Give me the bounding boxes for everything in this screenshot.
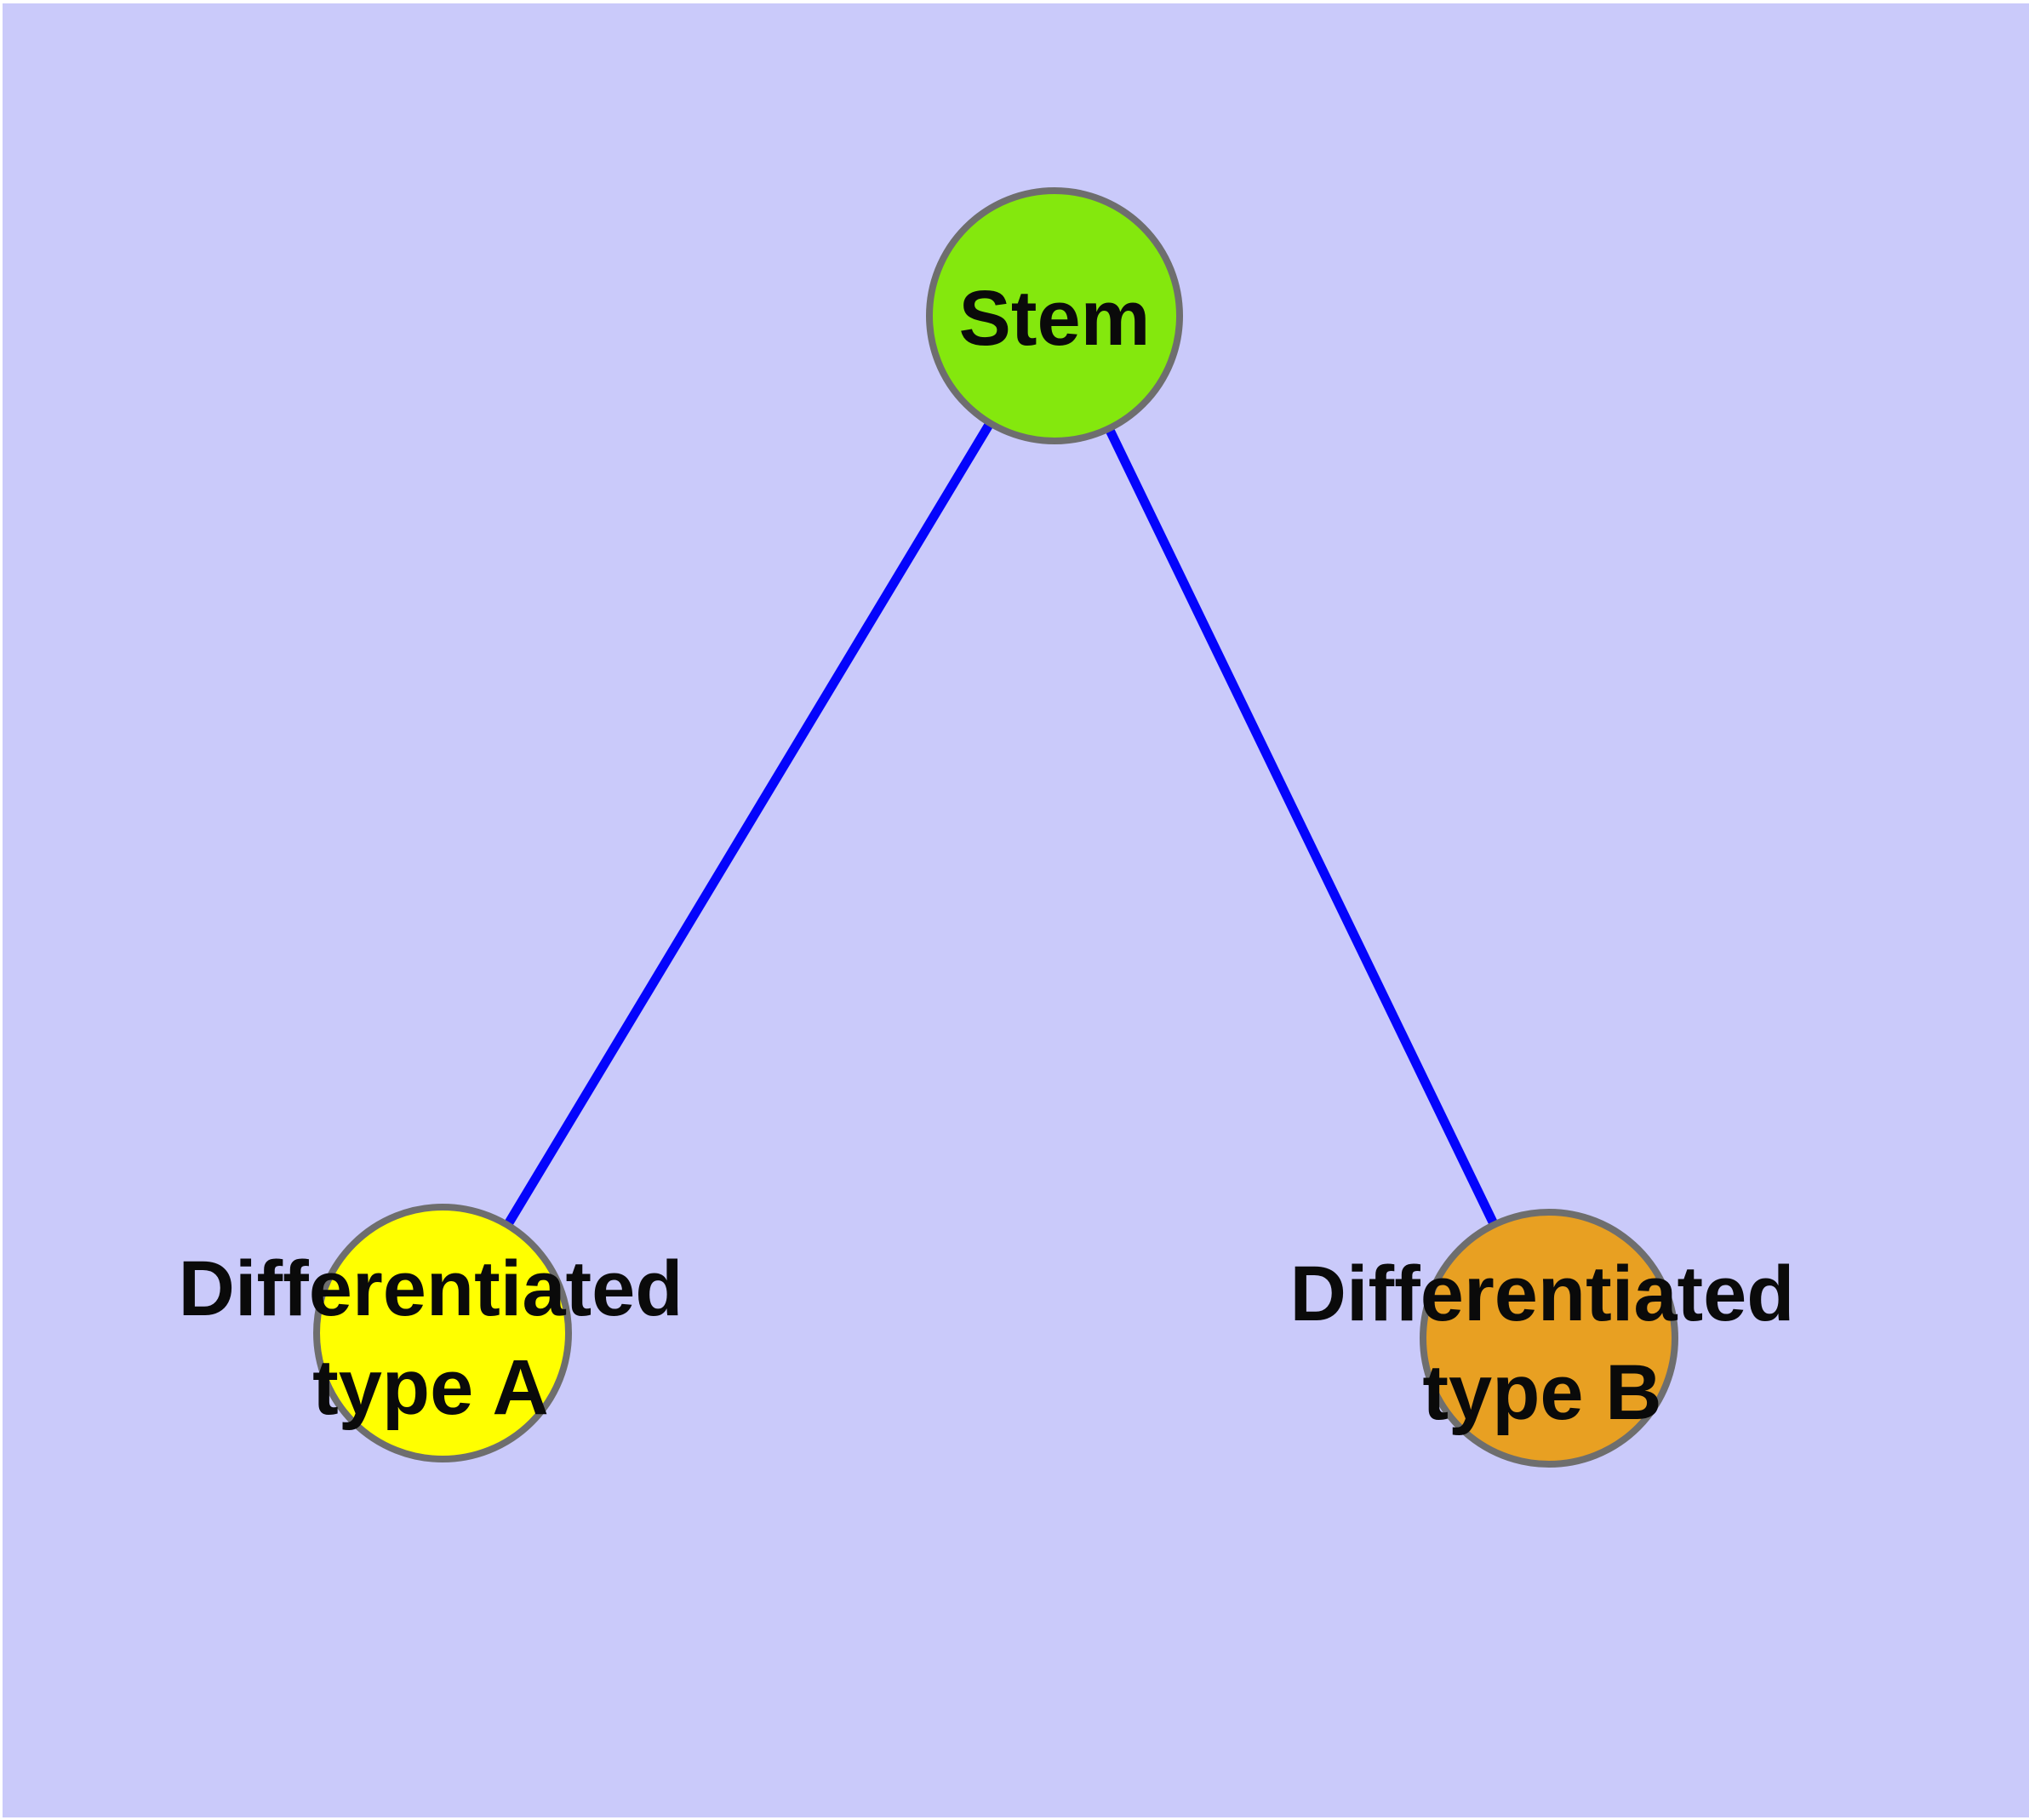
type-b-node-label-line1: Differentiated — [1290, 1251, 1795, 1337]
edge-stem-to-type-b — [1050, 313, 1553, 1341]
stem-node — [926, 187, 1183, 444]
stem-node-label: Stem — [959, 275, 1151, 362]
type-a-node — [313, 1204, 572, 1462]
type-a-node-label-line1: Differentiated — [179, 1245, 683, 1332]
edge-stem-to-type-a — [438, 313, 1059, 1336]
type-b-node-label-line2: type B — [1422, 1349, 1661, 1436]
type-a-node-label-line2: type A — [312, 1344, 549, 1431]
type-b-node — [1420, 1209, 1678, 1468]
